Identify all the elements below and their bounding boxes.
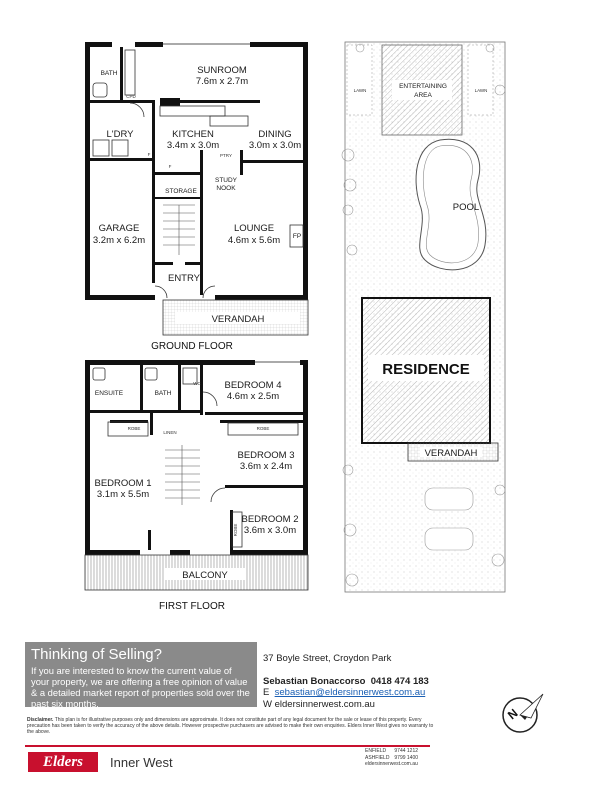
room-wc: WC <box>193 381 201 386</box>
room-laundry: L'DRY <box>107 129 135 140</box>
room-dining: DINING <box>258 129 291 140</box>
promo-title: Thinking of Selling? <box>31 646 162 663</box>
office-phone: 9799 1400 <box>394 754 419 761</box>
label-f1: F <box>148 152 151 157</box>
disclaimer: Disclaimer. This plan is for illustrativ… <box>27 717 435 736</box>
room-garage-dim: 3.2m x 6.2m <box>93 235 145 246</box>
room-bedroom-4-dim: 4.6m x 2.5m <box>227 391 279 402</box>
site-lawn-left: LAWN <box>354 88 367 93</box>
site-pool: POOL <box>453 202 479 213</box>
site-verandah: VERANDAH <box>425 448 478 459</box>
room-robe-2: ROBE <box>233 524 238 537</box>
room-study-nook-1: STUDY <box>215 177 238 184</box>
agent-email-link[interactable]: sebastian@eldersinnerwest.com.au <box>274 687 426 698</box>
room-storage: STORAGE <box>165 188 197 195</box>
ground-floor-label: GROUND FLOOR <box>151 341 233 352</box>
room-bedroom-1-dim: 3.1m x 5.5m <box>97 489 149 500</box>
office-list: ENFIELD 9744 1212 ASHFIELD 9799 1400 eld… <box>365 748 418 768</box>
disclaimer-label: Disclaimer. <box>27 717 54 723</box>
room-bedroom-3-dim: 3.6m x 2.4m <box>240 461 292 472</box>
site-lawn-right: LAWN <box>475 88 488 93</box>
room-garage: GARAGE <box>99 223 140 234</box>
web-prefix: W <box>263 698 272 710</box>
room-kitchen-dim: 3.4m x 3.0m <box>167 140 219 151</box>
room-lounge: LOUNGE <box>234 223 274 234</box>
disclaimer-text: This plan is for illustrative purposes o… <box>27 717 434 736</box>
room-bedroom-1: BEDROOM 1 <box>94 478 151 489</box>
ground-floor-plan <box>85 42 309 336</box>
promo-text: If you are interested to know the curren… <box>31 665 250 709</box>
room-fireplace: FP <box>293 233 301 240</box>
room-dining-dim: 3.0m x 3.0m <box>249 140 301 151</box>
room-robe-3: ROBE <box>257 426 270 431</box>
room-bath-ground: BATH <box>101 70 118 77</box>
compass-letter: N <box>505 706 521 722</box>
office-row: ENFIELD 9744 1212 <box>365 748 418 755</box>
room-bedroom-3: BEDROOM 3 <box>237 450 294 461</box>
office-name: ASHFIELD <box>365 754 390 761</box>
room-balcony: BALCONY <box>182 570 228 581</box>
label-cpd: CPD <box>126 94 136 99</box>
elders-logo: Elders <box>28 752 98 772</box>
office-row: eldersinnerwest.com.au <box>365 761 418 768</box>
office-phone: 9744 1212 <box>394 748 419 754</box>
room-study-nook-2: NOOK <box>216 185 236 192</box>
email-prefix: E <box>263 687 270 698</box>
room-sunroom-dim: 7.6m x 2.7m <box>196 76 248 87</box>
room-sunroom: SUNROOM <box>197 65 247 76</box>
office-row: ASHFIELD 9799 1400 <box>365 755 418 762</box>
room-verandah-ground: VERANDAH <box>212 314 265 325</box>
property-address: 37 Boyle Street, Croydon Park <box>263 653 392 664</box>
site-entertaining-2: AREA <box>414 92 432 99</box>
agent-phone[interactable]: 0418 474 183 <box>370 675 429 687</box>
label-f2: F <box>169 164 172 169</box>
compass-north-icon: N <box>502 693 544 733</box>
office-name: ENFIELD <box>365 748 387 754</box>
office-website[interactable]: eldersinnerwest.com.au <box>365 761 418 767</box>
room-kitchen: KITCHEN <box>172 129 214 140</box>
label-pantry: PTRY <box>220 153 232 158</box>
site-plan <box>341 41 506 593</box>
room-bedroom-2-dim: 3.6m x 3.0m <box>244 525 296 536</box>
room-bedroom-4: BEDROOM 4 <box>224 380 281 391</box>
brand-divider <box>25 745 430 747</box>
room-entry: ENTRY <box>168 273 201 284</box>
website-link[interactable]: eldersinnerwest.com.au <box>274 698 375 710</box>
thinking-of-selling-box: Thinking of Selling? If you are interest… <box>25 642 257 709</box>
site-entertaining-1: ENTERTAINING <box>399 83 447 90</box>
first-floor-label: FIRST FLOOR <box>159 601 225 612</box>
contact-block: 37 Boyle Street, Croydon Park Sebastian … <box>263 653 503 710</box>
floor-plan-drawing: BATH SUNROOM 7.6m x 2.7m L'DRY KITCHEN 3… <box>84 41 506 612</box>
first-floor-plan <box>84 360 309 591</box>
room-bedroom-2: BEDROOM 2 <box>241 514 298 525</box>
room-robe-1: ROBE <box>128 426 141 431</box>
site-residence: RESIDENCE <box>382 361 470 378</box>
room-bath-first: BATH <box>155 390 172 397</box>
room-linen: LINEN <box>163 430 176 435</box>
brand-subtitle: Inner West <box>110 755 173 770</box>
room-lounge-dim: 4.6m x 5.6m <box>228 235 280 246</box>
agent-name: Sebastian Bonaccorso <box>263 675 366 687</box>
room-ensuite: ENSUITE <box>95 390 124 397</box>
